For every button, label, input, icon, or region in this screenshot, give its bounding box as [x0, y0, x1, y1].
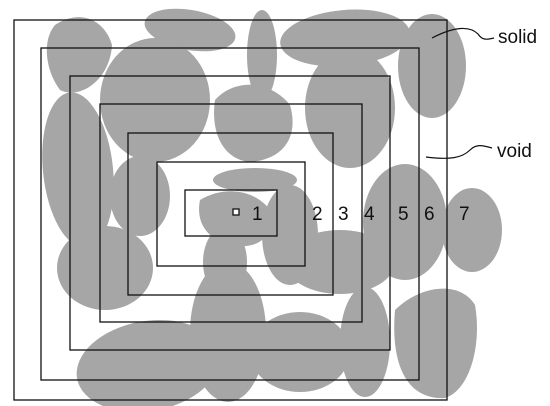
grain — [285, 230, 395, 294]
grain — [57, 226, 153, 310]
ring-number-3: 3 — [338, 204, 349, 225]
ring-number-2: 2 — [312, 204, 323, 225]
solid-label: solid — [498, 27, 537, 48]
ring-number-4: 4 — [364, 204, 375, 225]
center-point — [233, 209, 239, 215]
grain — [110, 156, 170, 236]
grain — [305, 48, 395, 168]
grain — [442, 188, 502, 272]
void-leader-line — [426, 146, 492, 159]
ring-number-5: 5 — [398, 204, 409, 225]
grain — [47, 17, 112, 93]
grain — [100, 38, 210, 162]
grain — [394, 289, 477, 399]
ring-number-7: 7 — [459, 204, 470, 225]
ring-number-6: 6 — [424, 204, 435, 225]
void-label: void — [497, 141, 532, 162]
ring-number-1: 1 — [252, 204, 263, 225]
grain — [214, 85, 293, 162]
